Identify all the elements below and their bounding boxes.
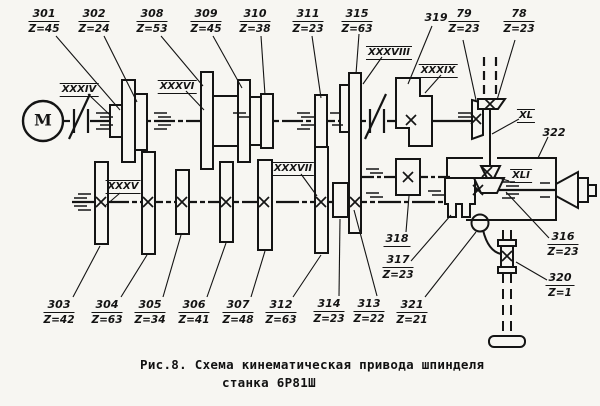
label-shaft-XXXIV: XXXIV [59, 83, 99, 97]
handle-grip [488, 335, 526, 348]
label-shaft-XXXVI: XXXVI [157, 80, 197, 94]
bevel-gear-78 [477, 98, 507, 110]
gear-317 [444, 177, 476, 218]
spline-marks [74, 112, 550, 211]
gear-315 [348, 72, 362, 234]
gear-307 [257, 159, 273, 251]
gear-301 [121, 79, 136, 163]
marks-upper [96, 112, 471, 130]
figure-caption-line1: Рис.8. Схема кинематическая привода шпин… [140, 357, 485, 372]
worm-wheel-link-curve [482, 229, 502, 255]
label-part-322: 322 [542, 126, 566, 139]
worm-wheel-321 [470, 213, 490, 233]
label-shaft-XXXIX: XXXIX [418, 64, 458, 78]
housing-322 [446, 157, 557, 221]
worm-320-bottom-flange [497, 266, 517, 274]
gear-310 [260, 93, 274, 149]
spindle-nose-block [577, 177, 589, 203]
label-shaft-XLI: XLI [510, 169, 532, 183]
spindle-nose-tip [587, 184, 597, 197]
figure-caption-line2: станка 6Р81Ш [222, 375, 316, 390]
label-shaft-XXXVII: XXXVII [271, 162, 315, 176]
coupling-2 [364, 93, 387, 140]
gear-web-308-309 [212, 95, 239, 147]
gear-312 [314, 146, 329, 254]
bevel-gear-316 [472, 177, 506, 194]
label-part-318: 318 [383, 232, 411, 247]
gear-308 [200, 71, 214, 170]
leader-lines [55, 25, 550, 298]
vertical-shaft-40 [482, 57, 498, 168]
gear-309 [237, 79, 251, 163]
gear-web-309-310 [249, 96, 262, 146]
label-shaft-XL: XL [516, 109, 536, 123]
coupling-1 [68, 93, 91, 140]
gear-311 [314, 94, 328, 148]
label-part-319: 319 [424, 11, 448, 24]
label-shaft-XXXV: XXXV [105, 180, 141, 194]
gear-302 [134, 93, 148, 151]
label-shaft-XXXVIII: XXXVIII [365, 46, 413, 60]
bearing-x-marks [95, 98, 513, 262]
gear-314 [332, 182, 349, 218]
spindle-cone [555, 170, 579, 210]
block-319 [395, 77, 433, 147]
marks-lower [74, 168, 550, 211]
motor-letter: М [34, 110, 52, 130]
